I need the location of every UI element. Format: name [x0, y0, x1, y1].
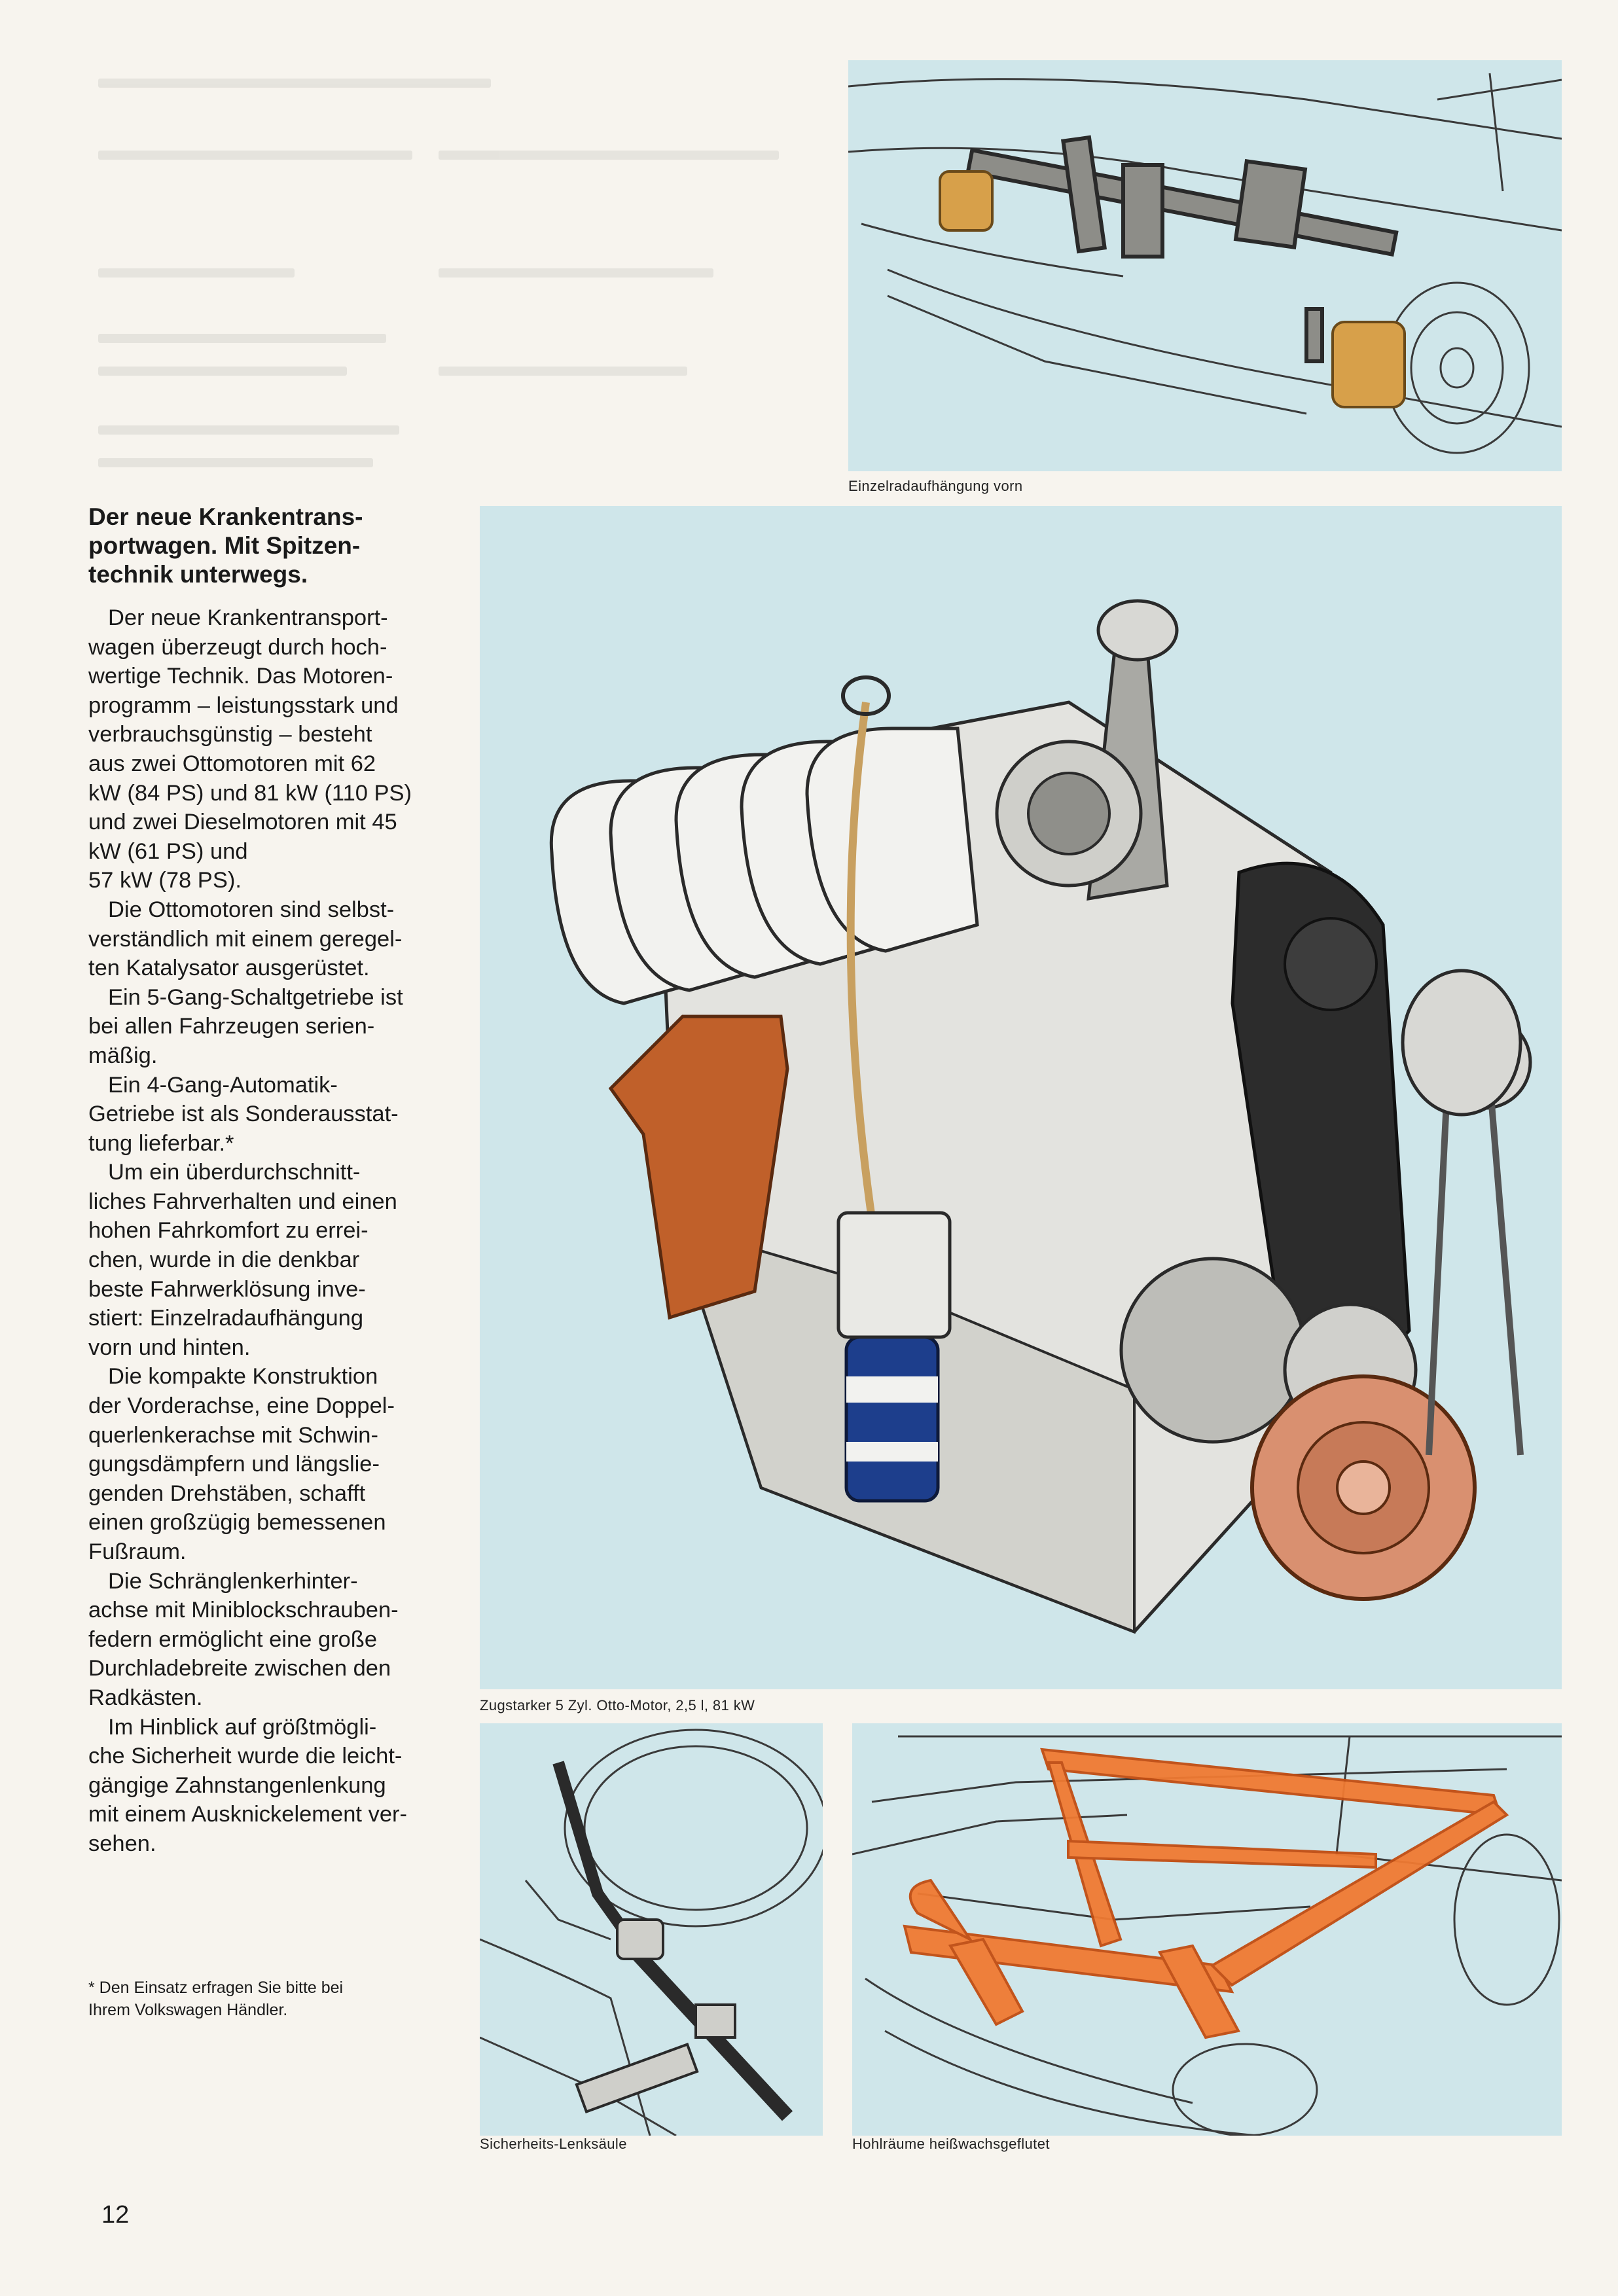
page-number: 12 — [101, 2201, 130, 2229]
article-body: Der neue Krankentransport- wagen überzeu… — [88, 603, 455, 1859]
paragraph: Die Ottomotoren sind selbst- verständlic… — [88, 897, 403, 981]
paragraph: Die Schränglenkerhinter- achse mit Minib… — [88, 1568, 399, 1710]
paragraph: Die kompakte Konstruktion der Vorderachs… — [88, 1364, 395, 1564]
paragraph: Der neue Krankentransport- wagen überzeu… — [88, 605, 412, 893]
suspension-caption: Einzelradaufhängung vorn — [848, 478, 1023, 494]
article-heading: Der neue Krankentrans- portwagen. Mit Sp… — [88, 503, 363, 588]
engine-caption: Zugstarker 5 Zyl. Otto-Motor, 2,5 l, 81 … — [480, 1697, 755, 1713]
paragraph: Ein 4-Gang-Automatik- Getriebe ist als S… — [88, 1072, 399, 1156]
paragraph: Im Hinblick auf größtmögli- che Sicherhe… — [88, 1714, 408, 1856]
steering-column-illustration — [480, 1723, 823, 2136]
suspension-illustration — [848, 60, 1562, 471]
footnote: * Den Einsatz erfragen Sie bitte bei Ihr… — [88, 1979, 344, 2019]
show-through-text — [98, 59, 818, 478]
engine-illustration — [480, 506, 1562, 1689]
cavity-caption: Hohlräume heißwachsgeflutet — [852, 2136, 1050, 2152]
steering-caption: Sicherheits-Lenksäule — [480, 2136, 627, 2152]
paragraph: Um ein überdurchschnitt- liches Fahrverh… — [88, 1160, 397, 1360]
paragraph: Ein 5-Gang-Schaltgetriebe ist bei allen … — [88, 984, 403, 1068]
cavity-wax-illustration — [852, 1723, 1562, 2136]
